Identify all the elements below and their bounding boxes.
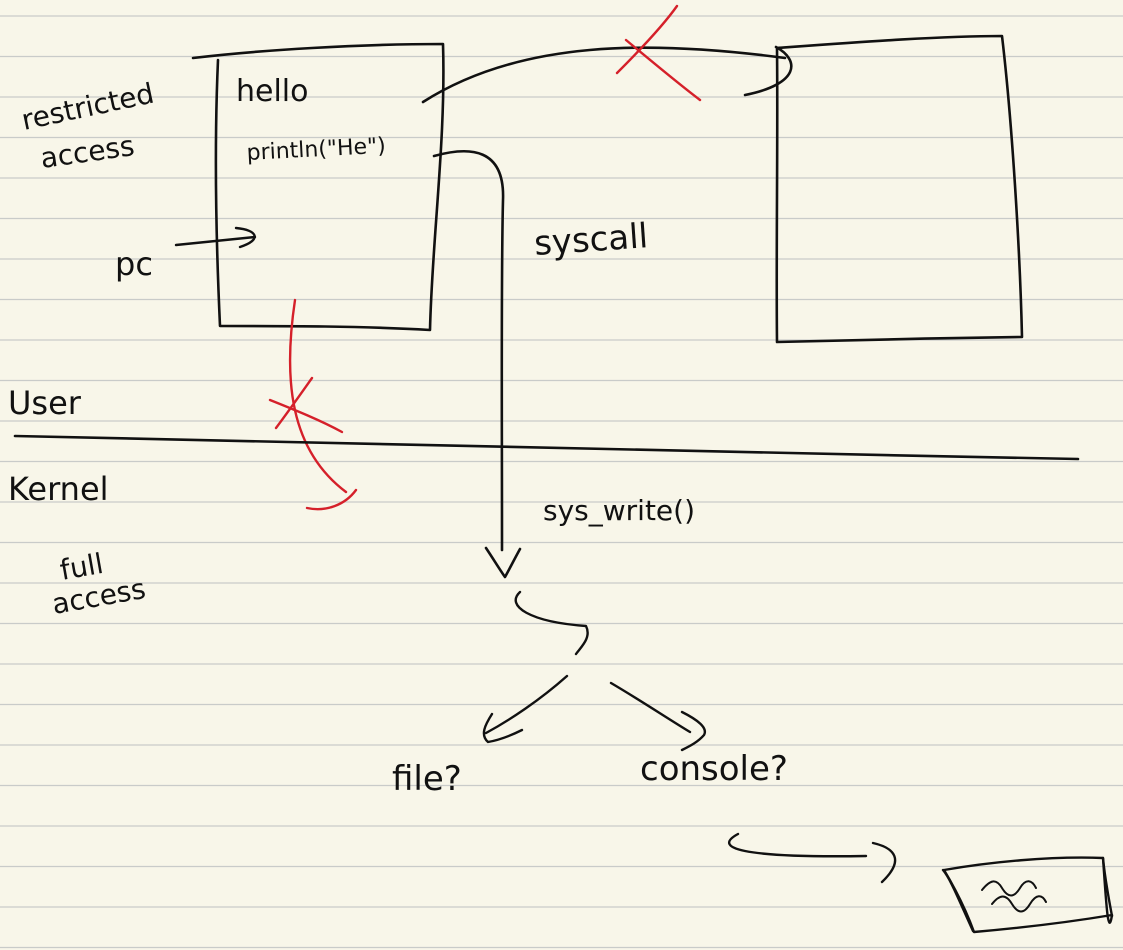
sys-write-label: sys_write() <box>543 494 695 527</box>
console-screen-border <box>941 856 1114 933</box>
ruled-lines <box>0 15 1123 949</box>
file-branch-arrowhead <box>482 712 524 744</box>
console-branch-arrowhead <box>680 710 707 752</box>
code-line-hello: hello <box>236 74 309 109</box>
user-kernel-boundary <box>13 434 1080 461</box>
syscall-arrow <box>432 150 505 552</box>
console-output-arrowhead <box>871 841 897 884</box>
file-branch-arrow <box>484 674 569 735</box>
syscall-arrowhead <box>484 546 522 579</box>
program-box <box>191 42 445 332</box>
full-label-line1: full <box>57 547 105 587</box>
pc-label: pc <box>115 245 153 283</box>
console-output-arrow <box>727 832 868 858</box>
restricted-label-line2: access <box>38 129 136 175</box>
kernel-label: Kernel <box>8 470 109 508</box>
restricted-label-line1: restricted <box>19 77 157 137</box>
other-process-box <box>775 34 1024 344</box>
red-x-icon <box>615 4 702 102</box>
syscall-label: syscall <box>533 216 649 264</box>
pc-arrowhead <box>234 226 256 249</box>
user-label: User <box>8 384 82 422</box>
pc-arrow <box>174 235 257 247</box>
scribble-text-icon <box>981 880 1047 913</box>
console-label: console? <box>640 749 788 789</box>
cross-process-arrow <box>421 46 787 104</box>
file-label: file? <box>392 759 462 799</box>
code-line-println: println("He") <box>246 134 386 166</box>
console-branch-arrow <box>609 681 692 734</box>
dispatch-bracket <box>514 590 589 656</box>
cross-process-arrowhead <box>743 45 793 97</box>
red-x-icon <box>268 376 344 434</box>
blocked-kernel-arrowhead <box>305 488 358 511</box>
